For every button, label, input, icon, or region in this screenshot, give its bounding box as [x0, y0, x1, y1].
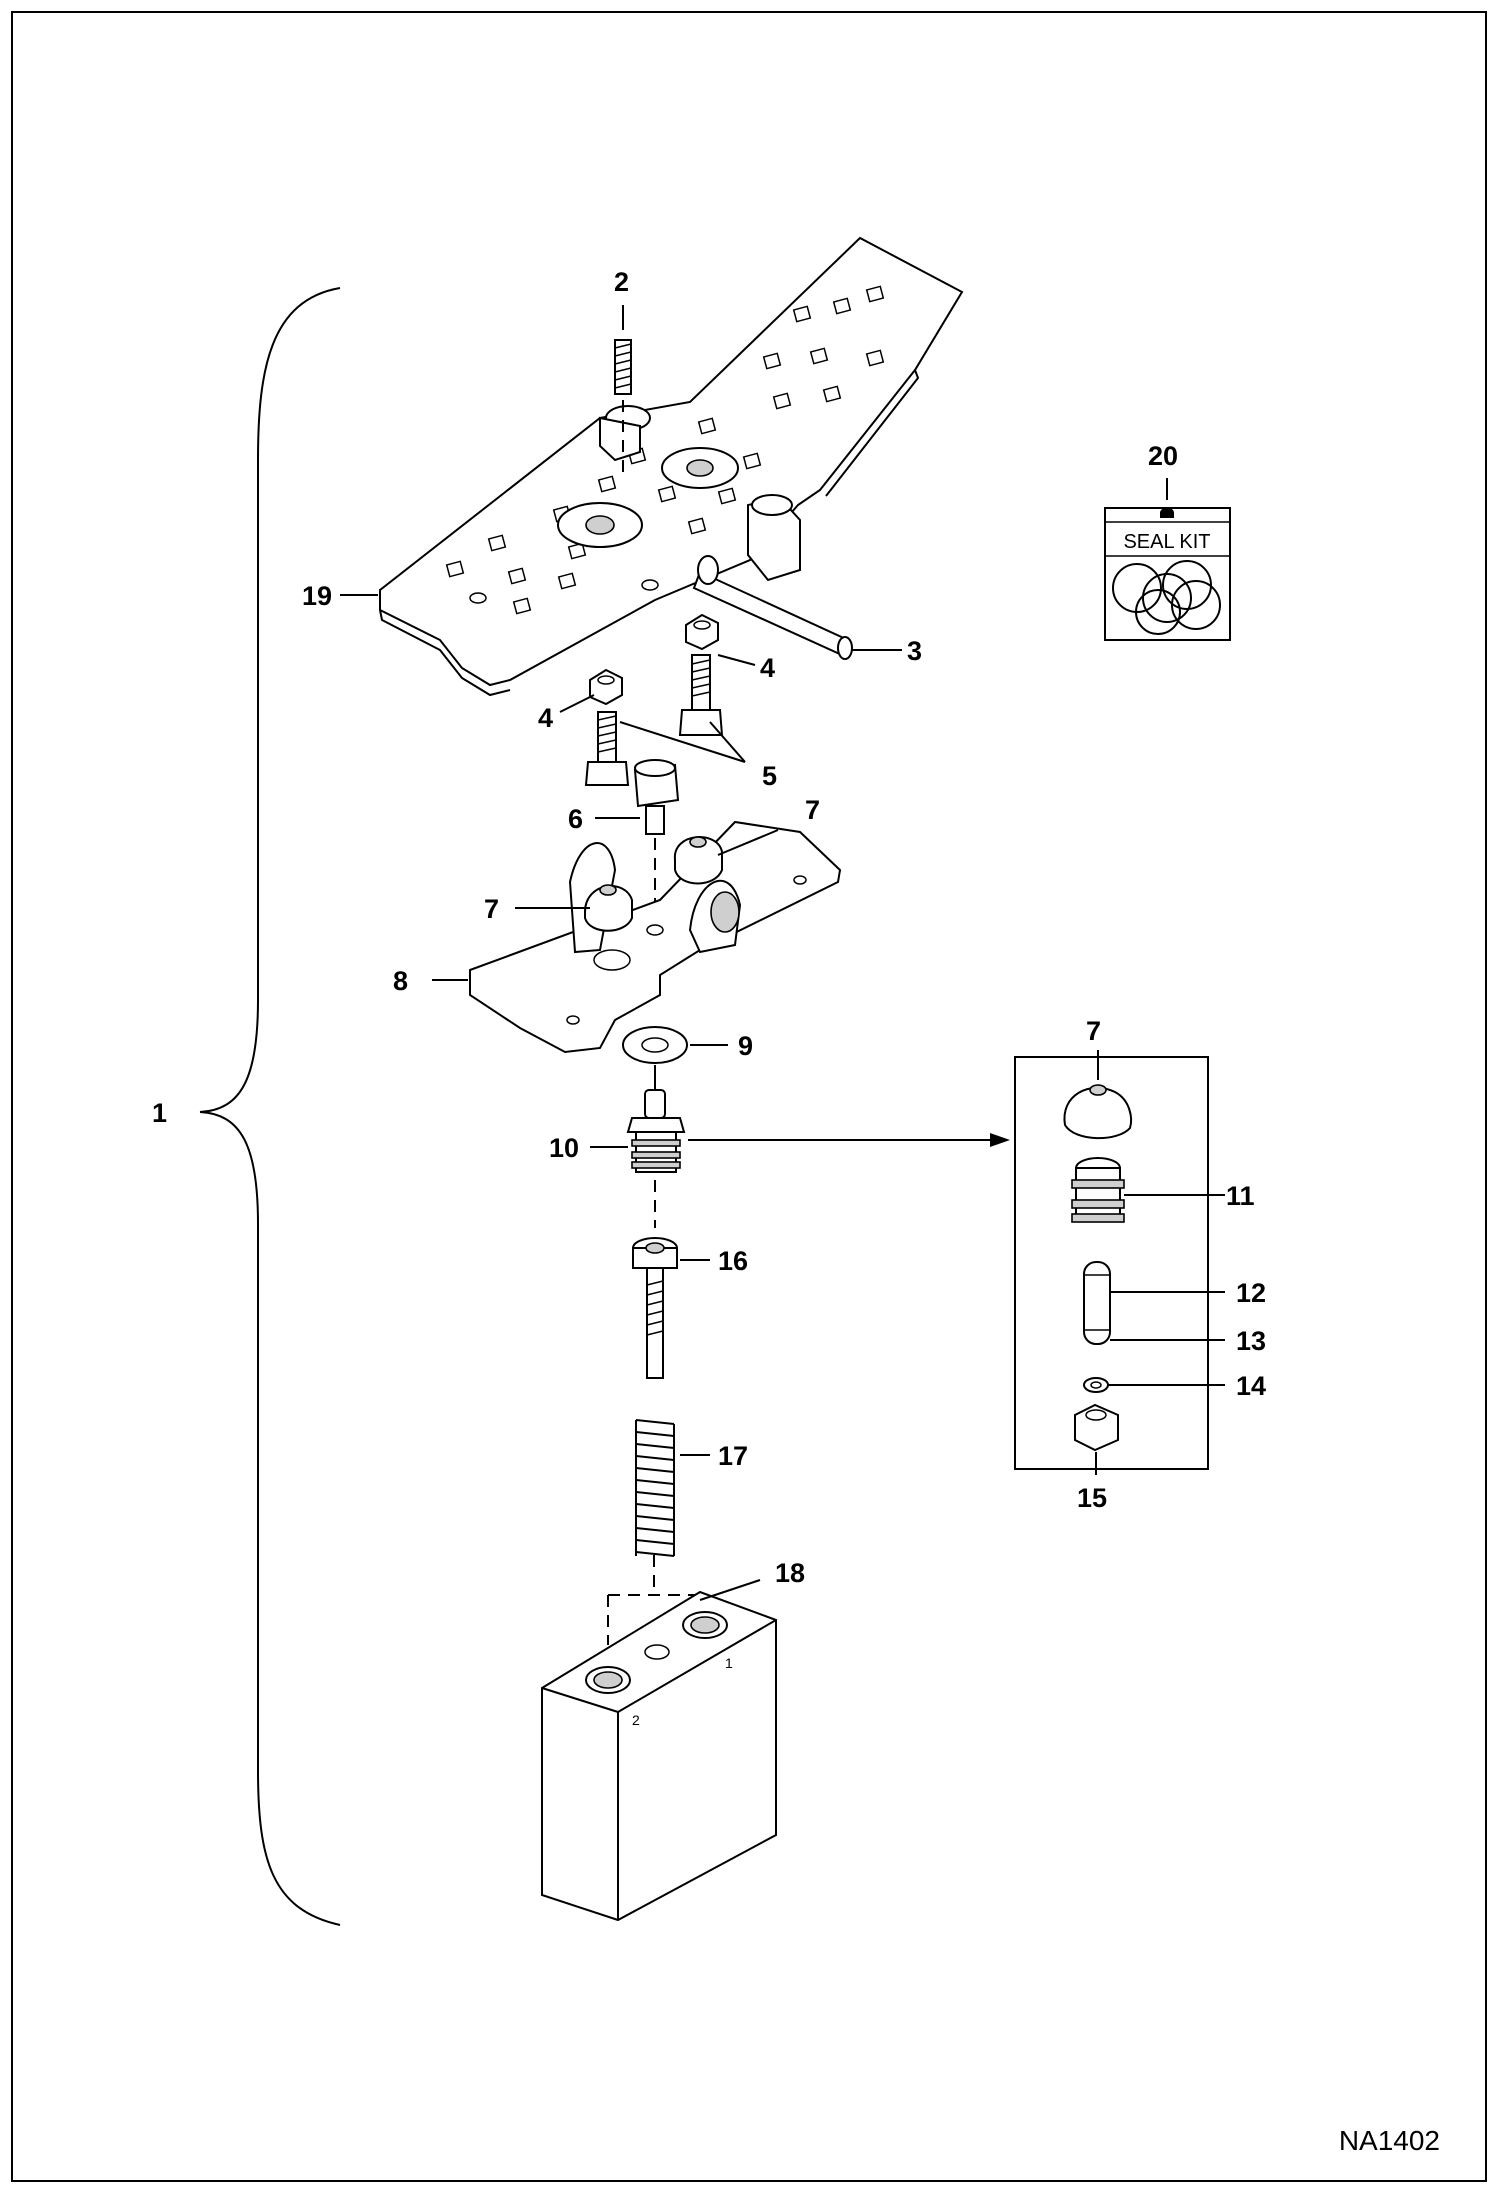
callout-17: 17	[718, 1441, 748, 1471]
callout-16: 16	[718, 1246, 748, 1276]
detail-box	[1014, 1056, 1209, 1470]
mounting-plate	[469, 820, 842, 1054]
callout-1: 1	[152, 1098, 167, 1128]
o-rings-icon	[1112, 560, 1221, 635]
detail-boot	[1063, 1084, 1133, 1140]
callout-11: 11	[1226, 1181, 1255, 1211]
callout-10: 10	[549, 1133, 579, 1163]
block-port-2-label: 2	[632, 1712, 640, 1728]
callout-19: 19	[302, 581, 332, 611]
valve-body: 1 2	[541, 1590, 777, 1922]
bolt-left	[584, 711, 630, 786]
cap-screw	[633, 759, 680, 930]
callout-8: 8	[393, 966, 408, 996]
set-screw	[614, 339, 632, 475]
callout-12: 12	[1236, 1278, 1266, 1308]
plunger	[632, 1237, 678, 1379]
treadle-plate	[379, 236, 964, 697]
seal-kit-label: SEAL KIT	[1123, 531, 1210, 553]
callout-2: 2	[614, 267, 629, 297]
callout-3: 3	[907, 636, 922, 666]
boot-left	[584, 884, 633, 932]
assembly-brace	[199, 287, 341, 1926]
hang-tab-icon	[1160, 507, 1174, 518]
nut-left	[589, 668, 623, 706]
spring	[635, 1419, 675, 1595]
washer	[622, 1026, 688, 1064]
bolt-right	[678, 654, 724, 736]
callout-6: 6	[568, 804, 583, 834]
callout-18: 18	[775, 1558, 805, 1588]
callout-7-detail: 7	[1086, 1016, 1101, 1046]
diagram-frame	[11, 11, 1487, 2182]
callout-20: 20	[1148, 441, 1178, 471]
seal-kit: SEAL KIT	[1104, 507, 1231, 641]
boot-right	[673, 836, 723, 885]
callout-15: 15	[1077, 1483, 1107, 1513]
block-port-1-label: 1	[725, 1655, 733, 1671]
drawing-number: NA1402	[1339, 2125, 1440, 2156]
detail-seal-housing	[1071, 1157, 1125, 1223]
callout-13: 13	[1236, 1326, 1266, 1356]
detail-spool	[1083, 1261, 1111, 1345]
callout-4-left: 4	[538, 703, 553, 733]
callout-9: 9	[738, 1031, 753, 1061]
nut-right	[685, 613, 719, 651]
callout-5: 5	[762, 761, 777, 791]
valve-assembly	[626, 1065, 686, 1228]
callout-14: 14	[1236, 1371, 1266, 1401]
callout-7-lower: 7	[484, 894, 499, 924]
detail-retaining-ring	[1083, 1377, 1109, 1393]
leader-lines	[340, 305, 1225, 1601]
callout-4-right: 4	[760, 653, 775, 683]
callout-7-upper: 7	[805, 795, 820, 825]
detail-arrow-head	[990, 1133, 1010, 1147]
detail-nut	[1074, 1403, 1119, 1452]
